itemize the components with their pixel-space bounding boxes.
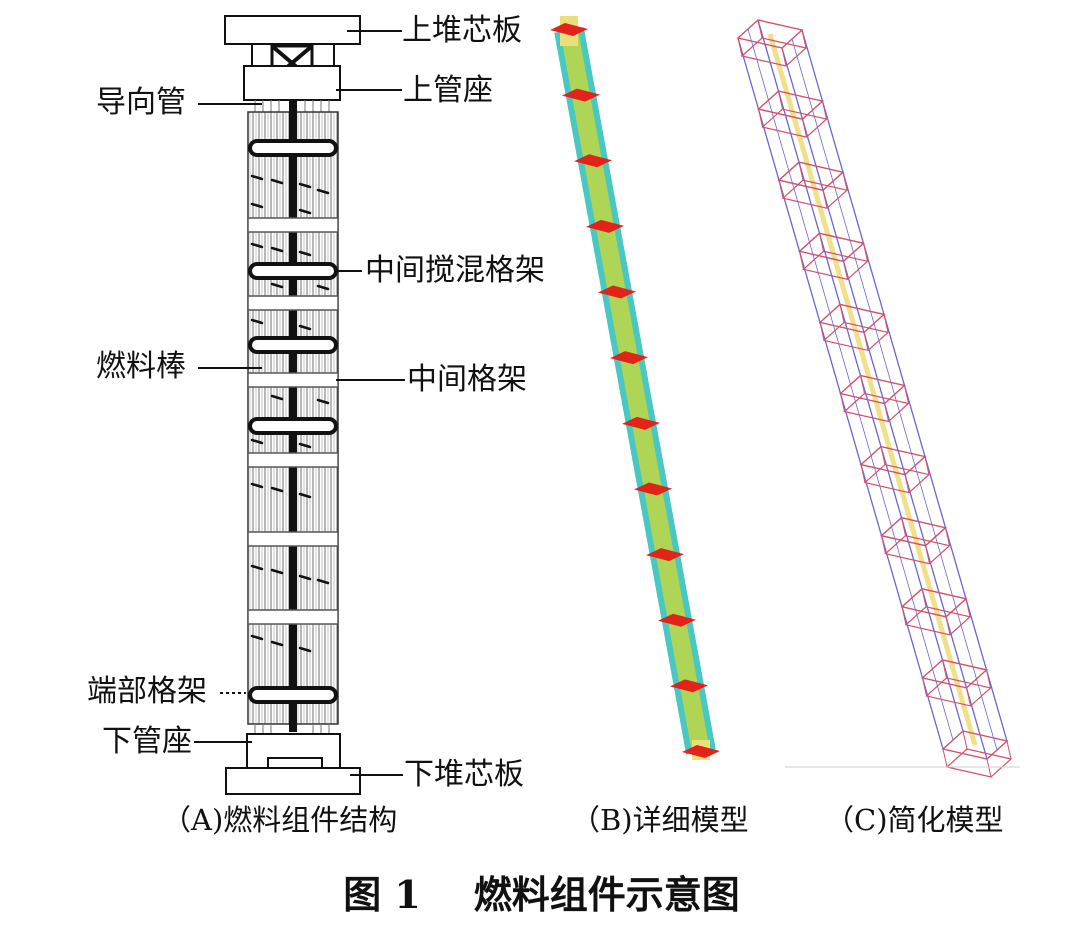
lower-tube-stubs	[254, 724, 330, 734]
simplified-model-grid-post	[737, 37, 743, 57]
lower-core-plate-shape	[225, 767, 361, 795]
detailed-model-grid-plate	[634, 482, 672, 496]
label-upper-core-plate: 上堆芯板	[402, 13, 522, 48]
detailed-model-grid-plate	[598, 285, 636, 299]
simplified-model-grid-post	[758, 108, 763, 128]
subtitle-panel-c: （C)简化模型	[825, 803, 1004, 837]
simplified-model-grid-post	[757, 19, 763, 39]
simplified-model-grid-post	[901, 606, 907, 625]
label-mid-grid: 中间格架	[407, 362, 527, 397]
simplified-model-grid-post	[921, 588, 927, 607]
simplified-model-grid-bottom	[945, 748, 1013, 778]
simplified-model-grid-post	[901, 517, 906, 536]
detailed-model-grid-plate	[550, 23, 588, 36]
upper-tube-stubs	[254, 100, 330, 112]
label-end-grid: 端部格架	[87, 674, 207, 709]
label-lower-nozzle: 下管座	[102, 724, 192, 759]
subtitle-panel-b: （B)详细模型	[571, 803, 749, 837]
detailed-model-grid-plate	[610, 351, 648, 365]
simplified-model-grid-post	[966, 687, 971, 707]
simplified-model-grid-post	[904, 474, 910, 493]
label-fuel-rod: 燃料棒	[96, 349, 186, 384]
detailed-model-grid-plate	[646, 548, 684, 562]
simplified-model-grid-post	[986, 669, 991, 689]
simplified-model-grid-post	[840, 393, 845, 412]
simplified-model-grid-post	[945, 527, 950, 546]
simplified-model-grid-post	[802, 118, 807, 138]
simplified-model-grid-post	[842, 172, 848, 191]
figure-caption: 图 1 燃料组件示意图	[343, 872, 740, 917]
simplified-model-grid-post	[822, 100, 827, 120]
simplified-model-grid-post	[839, 304, 845, 323]
simplified-model-grid-post	[925, 545, 930, 564]
simplified-model-grid-post	[863, 332, 869, 351]
simplified-model-grid-post	[880, 446, 886, 465]
simplified-model-grid-post	[986, 758, 992, 778]
label-upper-nozzle: 上管座	[403, 73, 493, 108]
detailed-model-core	[560, 28, 710, 754]
rounded-grids	[248, 139, 338, 704]
simplified-model-grid-post	[798, 162, 804, 181]
simplified-model-grid-post	[781, 47, 787, 67]
simplified-model-grid-post	[860, 464, 866, 483]
simplified-model-grid-post	[883, 314, 889, 333]
simplified-model-grid-post	[819, 233, 824, 252]
simplified-model-centerline	[767, 33, 978, 746]
simplified-model-grid-post	[922, 677, 927, 697]
detailed-model-grid-plate	[658, 613, 696, 627]
simplified-model-grid-post	[924, 456, 930, 475]
simplified-model-grid-post	[860, 375, 865, 394]
upper-nozzle-base	[243, 65, 341, 101]
detailed-model-grid-plate	[562, 88, 600, 102]
simplified-model-grid-post	[904, 385, 909, 404]
label-leader-lines	[194, 30, 405, 776]
simplified-model-grid-post	[1006, 740, 1012, 760]
simplified-model-grid-post	[881, 535, 886, 554]
rod-diagonal-marks	[250, 174, 330, 653]
simplified-model-grid-post	[843, 261, 848, 280]
simplified-model-grid-post	[822, 190, 828, 209]
simplified-model-grid-post	[884, 403, 889, 422]
simplified-model-grid-post	[962, 730, 968, 750]
simplified-model-grid-post	[942, 659, 947, 679]
simplified-model-grid-post	[863, 243, 868, 262]
subtitle-panel-a: （A)燃料组件结构	[162, 803, 398, 837]
label-mixing-grid: 中间搅混格架	[365, 253, 545, 288]
detailed-model-grid-plate	[622, 416, 660, 430]
simplified-model-grid-post	[945, 616, 951, 635]
detailed-model-grid-plate	[586, 219, 624, 233]
simplified-model-grid-post	[942, 748, 948, 768]
simplified-model-grid-post	[778, 180, 784, 199]
simplified-model-grid-post	[799, 251, 804, 270]
label-guide-tube: 导向管	[96, 85, 186, 120]
simplified-model-grid-post	[801, 29, 807, 49]
simplified-model-grid-post	[819, 322, 825, 341]
flat-grids	[247, 217, 339, 625]
simplified-model-grid-post	[965, 598, 971, 617]
central-guide-tube	[289, 100, 297, 732]
label-lower-core-plate: 下堆芯板	[404, 757, 524, 792]
detailed-model-grid-plate	[670, 679, 708, 693]
detailed-model-grid-plate	[574, 154, 612, 168]
detailed-model-grid-plate	[682, 745, 720, 758]
simplified-model-grid-post	[778, 90, 783, 110]
